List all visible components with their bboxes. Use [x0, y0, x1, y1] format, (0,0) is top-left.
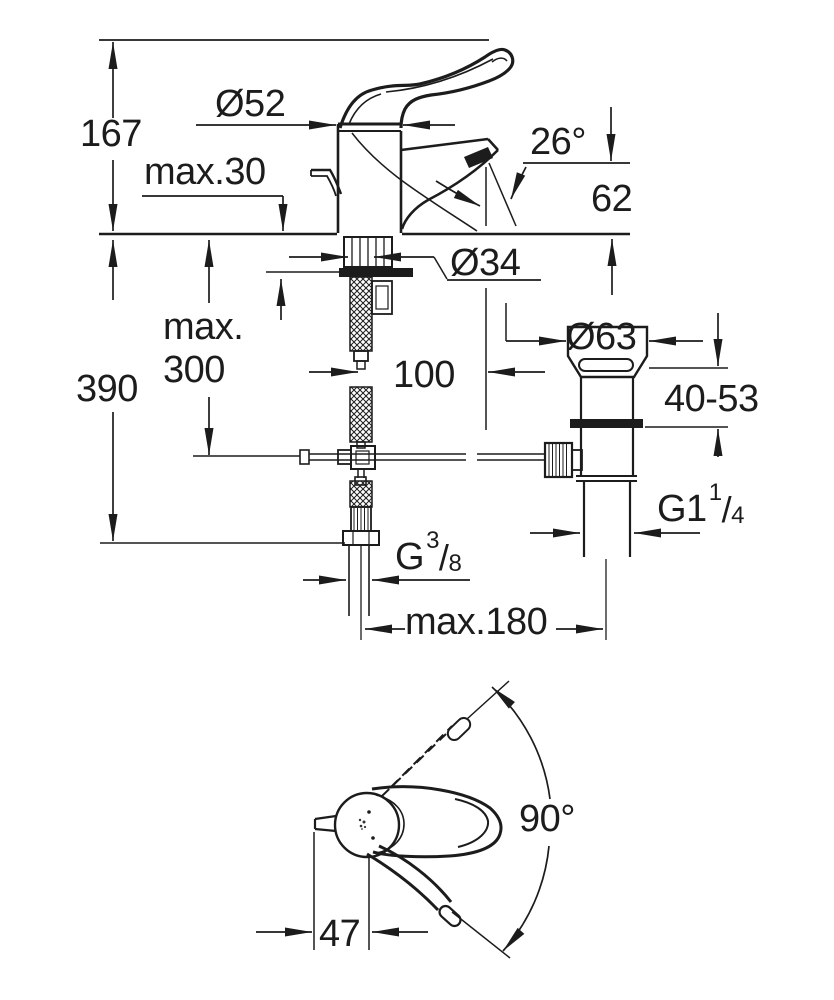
dim-max-deck-thickness: max.30 [144, 151, 266, 193]
mounting-nut [343, 236, 393, 268]
offset-dimension [256, 832, 428, 950]
lever-handle [338, 47, 515, 129]
pop-up-lifter [311, 168, 343, 195]
under-deck-assembly [299, 236, 546, 616]
waste-plug [578, 358, 634, 372]
dim-waste-clamp-range: 40-53 [664, 378, 759, 420]
supply-tail [348, 545, 370, 616]
spray-angle-line [488, 162, 517, 227]
dim-spout-height: 62 [591, 178, 633, 220]
lever-down-position [378, 844, 453, 903]
dim-spout-angle: 26° [530, 121, 586, 163]
swivel-arc [491, 686, 551, 800]
angle-arc-right [510, 166, 527, 200]
dim-overall-height: 167 [80, 113, 142, 155]
pop-up-rod [309, 453, 466, 461]
lever-rotated-position [381, 725, 453, 797]
dim-max-hose-drop: max. 300 [163, 306, 244, 391]
dim-supply-thread: G 3 / 8 [395, 527, 462, 578]
top-view-drawing [256, 680, 551, 959]
dim-cap-diameter: Ø52 [215, 83, 286, 125]
dim-swivel-angle: 90° [519, 798, 575, 840]
aerator-outlet [464, 147, 493, 168]
dim-waste-flange: Ø63 [566, 316, 637, 358]
lever-tip [438, 904, 462, 928]
dim-shank-diameter: Ø34 [450, 242, 521, 284]
handle-dome [333, 791, 401, 859]
waste-tailpipe [582, 481, 632, 557]
dim-max-rod-length: max.180 [405, 601, 548, 643]
drain-valve [543, 325, 649, 557]
dimension-lines [99, 39, 728, 640]
spout [400, 137, 489, 152]
lever-top-view [371, 785, 503, 859]
angle-arc-left [435, 180, 481, 207]
dim-handle-offset: 47 [319, 913, 361, 955]
spout-nose [313, 814, 337, 833]
logo-stipple [358, 818, 367, 830]
mounting-washer [339, 268, 413, 277]
dim-under-deck-depth: 390 [76, 368, 138, 410]
dim-waste-thread: G1 1 / 4 [657, 479, 744, 530]
front-view-drawing [99, 39, 728, 640]
waste-gasket [570, 419, 643, 428]
faucet-body [310, 47, 517, 233]
dim-spout-projection: 100 [393, 354, 455, 396]
hose-union-nut [342, 530, 380, 546]
lever-tip-rotated [446, 716, 472, 742]
rod-clevis [350, 445, 376, 470]
